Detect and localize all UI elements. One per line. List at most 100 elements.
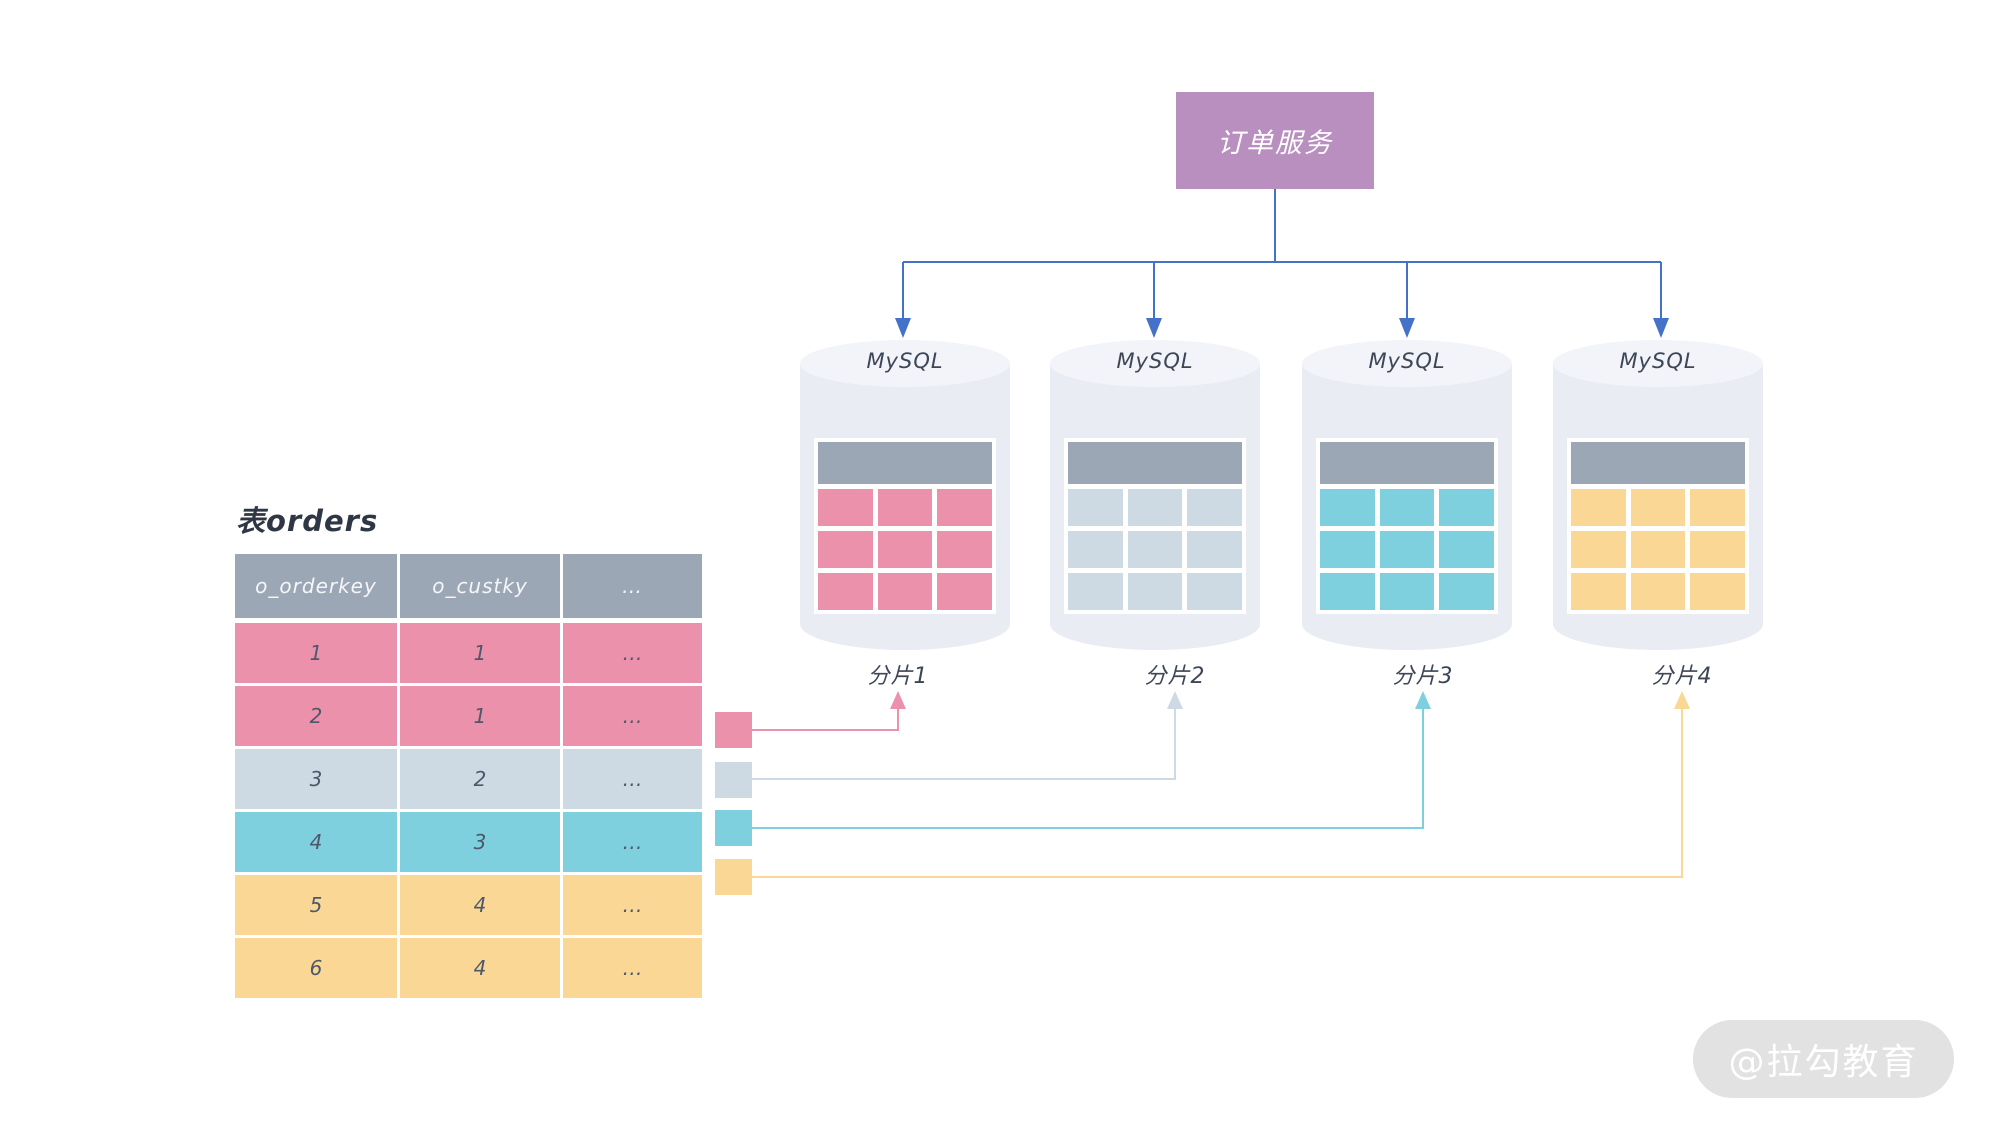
mini-table-cell: [1127, 489, 1183, 526]
mini-table-grid: [1320, 489, 1494, 610]
mysql-label: MySQL: [1116, 349, 1194, 373]
shard4-database-cylinder: MySQL: [1553, 340, 1763, 650]
rows-to-shard2-arrow: [750, 691, 1183, 780]
table-row: 4 3 …: [235, 812, 702, 872]
column-header-o-orderkey: o_orderkey: [235, 554, 397, 618]
table-cell: …: [563, 749, 702, 809]
shard4-label: 分片4: [1651, 664, 1713, 689]
shard1-mini-table: [814, 438, 996, 614]
mini-table-cell: [1068, 489, 1123, 526]
mini-table-header: [1571, 442, 1745, 484]
mysql-label: MySQL: [1368, 349, 1446, 373]
mini-table-cell: [1630, 531, 1686, 568]
mini-table-header: [1320, 442, 1494, 484]
table-row: 1 1 …: [235, 623, 702, 683]
table-cell: …: [563, 623, 702, 683]
mini-table-cell: [1439, 489, 1494, 526]
orders-table-title: 表orders: [236, 504, 379, 538]
mini-table-cell: [818, 573, 873, 610]
mini-table-cell: [818, 489, 873, 526]
mini-table-cell: [1630, 573, 1686, 610]
order-service-node: 订单服务: [1176, 92, 1374, 189]
table-cell: 1: [235, 623, 397, 683]
cylinder-top: [1553, 340, 1763, 387]
tree-arrowheads: [895, 318, 1669, 338]
shard3-database-cylinder: MySQL: [1302, 340, 1512, 650]
mysql-label: MySQL: [1619, 349, 1697, 373]
mini-table-cell: [877, 573, 933, 610]
watermark: @拉勾教育: [1693, 1020, 1954, 1098]
mini-table-cell: [1690, 531, 1745, 568]
mini-table-cell: [1320, 531, 1375, 568]
shard4-mini-table: [1567, 438, 1749, 614]
shard2-database-cylinder: MySQL: [1050, 340, 1260, 650]
shard1-label: 分片1: [867, 664, 929, 689]
shard3-mini-table: [1316, 438, 1498, 614]
table-cell: 3: [235, 749, 397, 809]
shard1-database-cylinder: MySQL: [800, 340, 1010, 650]
mini-table-cell: [1127, 573, 1183, 610]
mini-table-grid: [1068, 489, 1242, 610]
table-cell: …: [563, 686, 702, 746]
mini-table-cell: [1379, 531, 1435, 568]
table-cell: 4: [400, 875, 560, 935]
cylinder-top: [1050, 340, 1260, 387]
mini-table-cell: [1187, 573, 1242, 610]
mini-table-header: [1068, 442, 1242, 484]
mini-table-cell: [1690, 573, 1745, 610]
shard2-mini-table: [1064, 438, 1246, 614]
table-cell: 2: [235, 686, 397, 746]
mini-table-cell: [1320, 573, 1375, 610]
table-cell: 2: [400, 749, 560, 809]
table-cell: 4: [235, 812, 397, 872]
mini-table-cell: [1690, 489, 1745, 526]
table-row: 2 1 …: [235, 686, 702, 746]
service-to-shards-tree: [902, 189, 1662, 319]
mini-table-cell: [937, 531, 992, 568]
shard2-label: 分片2: [1144, 664, 1206, 689]
orders-table-header-row: o_orderkey o_custky …: [235, 554, 702, 618]
mini-table-grid: [1571, 489, 1745, 610]
shard3-row-swatch: [715, 810, 752, 846]
table-row: 5 4 …: [235, 875, 702, 935]
table-row: 3 2 …: [235, 749, 702, 809]
shard2-row-swatch: [715, 762, 752, 798]
mini-table-cell: [1571, 531, 1626, 568]
cylinder-top: [1302, 340, 1512, 387]
table-cell: 4: [400, 938, 560, 998]
orders-table: o_orderkey o_custky … 1 1 … 2 1 … 3 2 … …: [235, 554, 702, 1001]
shard1-row-swatch: [715, 712, 752, 748]
table-cell: 1: [400, 686, 560, 746]
shard4-row-swatch: [715, 859, 752, 895]
mini-table-cell: [1379, 573, 1435, 610]
mini-table-cell: [1068, 531, 1123, 568]
cylinder-top: [800, 340, 1010, 387]
watermark-text: @拉勾教育: [1728, 1042, 1919, 1083]
mini-table-cell: [1068, 573, 1123, 610]
mini-table-cell: [877, 489, 933, 526]
mini-table-cell: [877, 531, 933, 568]
mini-table-cell: [1571, 489, 1626, 526]
table-cell: 6: [235, 938, 397, 998]
column-header-ellipsis: …: [563, 554, 702, 618]
shard3-label: 分片3: [1392, 664, 1454, 689]
mini-table-cell: [937, 573, 992, 610]
mini-table-cell: [1439, 573, 1494, 610]
rows-to-shard3-arrow: [750, 691, 1431, 829]
rows-to-shard4-arrow: [750, 691, 1690, 878]
mini-table-cell: [1320, 489, 1375, 526]
order-service-label: 订单服务: [1217, 128, 1333, 159]
mini-table-cell: [937, 489, 992, 526]
mini-table-cell: [1630, 489, 1686, 526]
rows-to-shard1-arrow: [750, 691, 906, 731]
mini-table-grid: [818, 489, 992, 610]
mini-table-cell: [818, 531, 873, 568]
mini-table-cell: [1439, 531, 1494, 568]
mini-table-header: [818, 442, 992, 484]
mini-table-cell: [1571, 573, 1626, 610]
table-cell: …: [563, 938, 702, 998]
mini-table-cell: [1379, 489, 1435, 526]
table-cell: …: [563, 812, 702, 872]
mysql-label: MySQL: [866, 349, 944, 373]
